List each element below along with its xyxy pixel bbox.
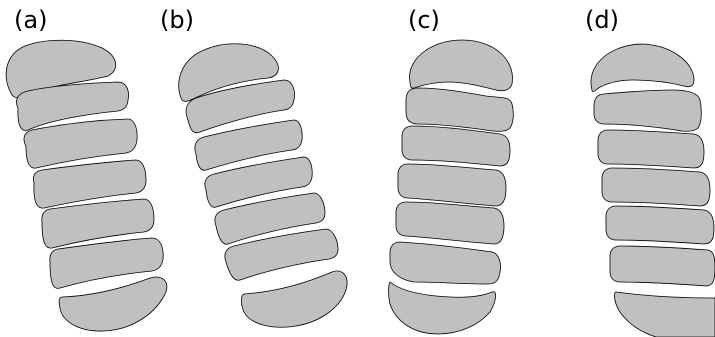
segment — [610, 246, 715, 286]
segmented-body — [591, 44, 715, 337]
segment — [598, 130, 704, 168]
panel-label: (d) — [585, 6, 619, 34]
segment-tail — [241, 271, 347, 327]
segment — [606, 206, 714, 244]
panel-b: (b) — [160, 6, 347, 327]
segment-head — [410, 40, 513, 91]
panel-label: (c) — [408, 6, 440, 34]
segment — [602, 168, 710, 206]
panel-a: (a) — [6, 6, 167, 331]
segment — [398, 164, 506, 206]
segment — [402, 126, 510, 166]
segment — [390, 242, 501, 284]
panel-d: (d) — [585, 6, 715, 337]
segmented-body — [389, 40, 514, 334]
segment — [396, 202, 504, 244]
segment — [24, 119, 137, 168]
segment-tail — [615, 292, 715, 337]
segmented-body — [6, 40, 167, 331]
panel-label: (b) — [160, 6, 194, 34]
segment-tail — [389, 282, 496, 334]
segment-tail — [59, 277, 167, 331]
panel-label: (a) — [14, 6, 47, 34]
segmented-body — [179, 44, 347, 327]
segment-head — [591, 44, 694, 92]
panel-c: (c) — [389, 6, 514, 334]
segment — [594, 90, 701, 131]
segment — [406, 88, 513, 131]
